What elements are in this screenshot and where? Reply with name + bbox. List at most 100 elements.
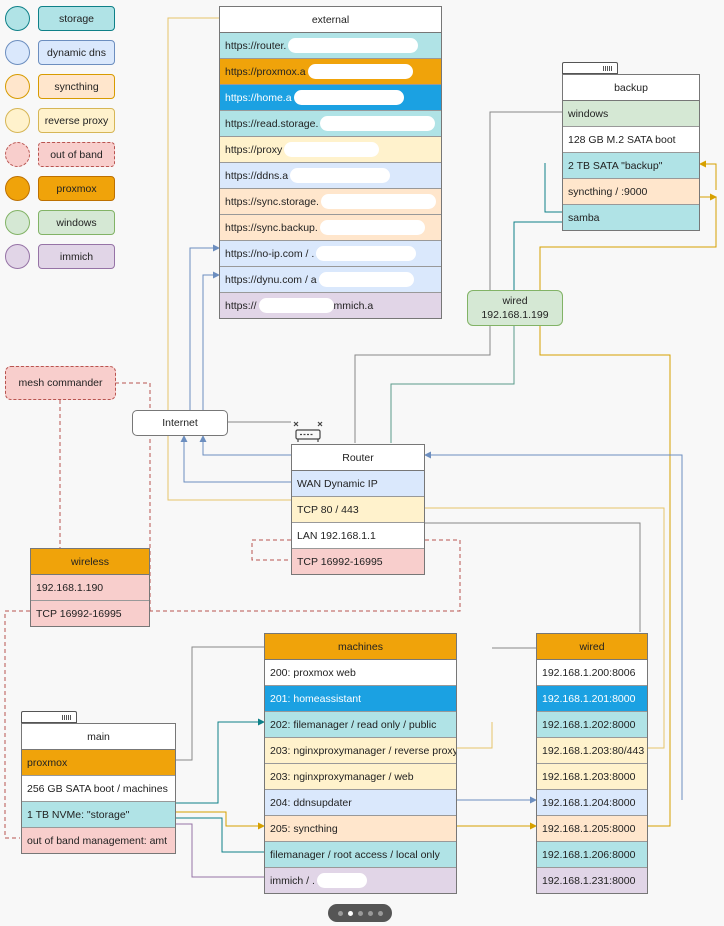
- external-row: https:// mmich.a: [220, 293, 441, 318]
- page-dot[interactable]: [377, 910, 383, 916]
- page-dot[interactable]: [357, 910, 363, 916]
- internet-node: Internet: [132, 410, 228, 436]
- main-row: proxmox: [22, 750, 175, 776]
- external-row-text: https://: [225, 299, 257, 312]
- external-row-text: https://sync.storage.: [225, 195, 319, 208]
- legend-swatch-4: [5, 142, 30, 167]
- external-row: https://sync.backup.: [220, 215, 441, 241]
- router-row: LAN 192.168.1.1: [292, 523, 424, 549]
- machines-row-text: filemanager / root access / local only: [270, 848, 440, 861]
- machines-row: 203: nginxproxymanager / reverse proxy: [265, 738, 456, 764]
- wired-row: 192.168.1.203:8000: [537, 764, 647, 790]
- redaction-blur: [284, 142, 380, 157]
- machines-row-text: immich / .: [270, 874, 315, 887]
- external-row-text: https://home.a: [225, 91, 292, 104]
- redaction-blur: [318, 272, 414, 287]
- router-row: TCP 16992-16995: [292, 549, 424, 574]
- external-row: https://proxmox.a: [220, 59, 441, 85]
- wireless-row: TCP 16992-16995: [31, 601, 149, 626]
- machines-row-text: 203: nginxproxymanager / reverse proxy: [270, 744, 456, 757]
- legend-label-3: reverse proxy: [38, 108, 115, 133]
- external-row: https://home.a: [220, 85, 441, 111]
- main-row: 256 GB SATA boot / machines: [22, 776, 175, 802]
- external-row-text: https://proxy: [225, 143, 283, 156]
- router-row-text: WAN Dynamic IP: [297, 477, 378, 490]
- legend-swatch-0: [5, 6, 30, 31]
- backup-row-text: samba: [568, 211, 600, 224]
- external-title: external: [220, 7, 441, 33]
- legend-label-0: storage: [38, 6, 115, 31]
- page-indicator[interactable]: [328, 904, 392, 922]
- legend-swatch-7: [5, 244, 30, 269]
- external-row: https://router.: [220, 33, 441, 59]
- machines-row: 202: filemanager / read only / public: [265, 712, 456, 738]
- wireless-row: 192.168.1.190: [31, 575, 149, 601]
- wired-row: 192.168.1.204:8000: [537, 790, 647, 816]
- page-dot[interactable]: [347, 910, 353, 916]
- main-row-text: proxmox: [27, 756, 68, 769]
- legend-label-7: immich: [38, 244, 115, 269]
- machines-row: immich / .: [265, 868, 456, 893]
- router-icon: [293, 421, 323, 442]
- wired-row: 192.168.1.200:8006: [537, 660, 647, 686]
- machines-row-text: 201: homeassistant: [270, 692, 362, 705]
- external-row-text: https://ddns.a: [225, 169, 289, 182]
- external-row: https://ddns.a: [220, 163, 441, 189]
- wired-row: 192.168.1.203:80/443: [537, 738, 647, 764]
- redaction-blur: [320, 194, 436, 209]
- wired-row: 192.168.1.206:8000: [537, 842, 647, 868]
- redaction-blur: [258, 298, 334, 313]
- wired-row-text: 192.168.1.231:8000: [542, 874, 636, 887]
- backup-row-text: 2 TB SATA "backup": [568, 159, 663, 172]
- page-dot[interactable]: [337, 910, 343, 916]
- machines-row: 201: homeassistant: [265, 686, 456, 712]
- legend-label-5: proxmox: [38, 176, 115, 201]
- main-row-text: 1 TB NVMe: "storage": [27, 808, 130, 821]
- external-row-text: https://read.storage.: [225, 117, 319, 130]
- backup-row-text: 128 GB M.2 SATA boot: [568, 133, 676, 146]
- external-row-text: https://dynu.com / a: [225, 273, 317, 286]
- legend-swatch-6: [5, 210, 30, 235]
- legend-swatch-1: [5, 40, 30, 65]
- main-row-text: 256 GB SATA boot / machines: [27, 782, 168, 795]
- legend-swatch-3: [5, 108, 30, 133]
- wired-row-text: 192.168.1.203:8000: [542, 770, 636, 783]
- backup-row-text: windows: [568, 107, 609, 120]
- mesh-commander-label: mesh commander: [18, 377, 103, 389]
- router-title: Router: [292, 445, 424, 471]
- machines-row-text: 205: syncthing: [270, 822, 338, 835]
- machines-row-text: 202: filemanager / read only / public: [270, 718, 437, 731]
- wired-row: 192.168.1.202:8000: [537, 712, 647, 738]
- wired-row: 192.168.1.231:8000: [537, 868, 647, 893]
- page-dot[interactable]: [367, 910, 373, 916]
- backup-row: 2 TB SATA "backup": [563, 153, 699, 179]
- router-row-text: TCP 80 / 443: [297, 503, 359, 516]
- redaction-blur: [290, 168, 391, 183]
- external-row: https://proxy: [220, 137, 441, 163]
- wired-row-text: 192.168.1.206:8000: [542, 848, 636, 861]
- wired-badge: wired 192.168.1.199: [467, 290, 563, 326]
- main-row-text: out of band management: amt: [27, 834, 168, 847]
- internet-label: Internet: [162, 417, 198, 429]
- machines-row: 204: ddnsupdater: [265, 790, 456, 816]
- legend-label-2: syncthing: [38, 74, 115, 99]
- wired-row-text: 192.168.1.203:80/443: [542, 744, 645, 757]
- wired-badge-ip: 192.168.1.199: [481, 309, 549, 321]
- wired-row-text: 192.168.1.204:8000: [542, 796, 636, 809]
- router-row: TCP 80 / 443: [292, 497, 424, 523]
- redaction-blur: [316, 246, 417, 261]
- legend-label-6: windows: [38, 210, 115, 235]
- wired-title: wired: [537, 634, 647, 660]
- external-row-suffix: mmich.a: [333, 299, 374, 312]
- wired-row-text: 192.168.1.202:8000: [542, 718, 636, 731]
- external-row: https://sync.storage.: [220, 189, 441, 215]
- machines-row-text: 204: ddnsupdater: [270, 796, 352, 809]
- wired-row-text: 192.168.1.200:8006: [542, 666, 636, 679]
- router-row-text: TCP 16992-16995: [297, 555, 383, 568]
- wireless-row-text: TCP 16992-16995: [36, 607, 122, 620]
- legend-swatch-5: [5, 176, 30, 201]
